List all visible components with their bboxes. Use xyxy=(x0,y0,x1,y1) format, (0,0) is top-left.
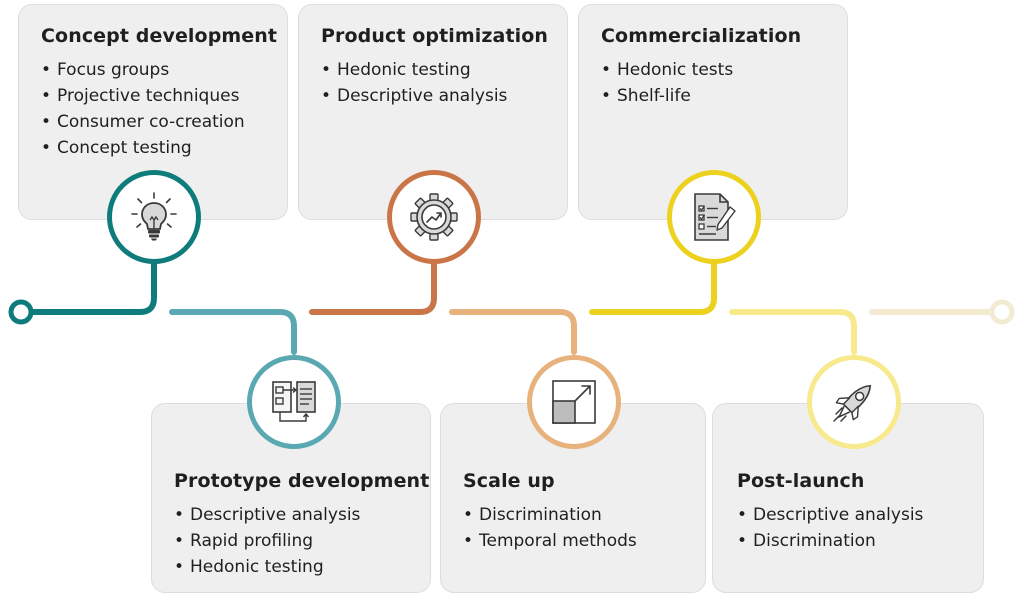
stage-node-scale-up xyxy=(527,355,621,449)
connector-scaleup xyxy=(449,309,577,355)
prototype-diagram-icon xyxy=(272,381,316,422)
stage-node-optimization xyxy=(387,170,481,264)
stage-item: Temporal methods xyxy=(463,528,637,554)
stage-title: Product optimization xyxy=(321,25,549,47)
stage-item: Hedonic testing xyxy=(174,554,360,580)
stage-item: Shelf-life xyxy=(601,83,733,109)
stage-item: Descriptive analysis xyxy=(174,502,360,528)
stage-item: Hedonic tests xyxy=(601,57,733,83)
stage-item: Hedonic testing xyxy=(321,57,507,83)
stage-items: Descriptive analysis Discrimination xyxy=(737,502,923,554)
stage-title: Concept development xyxy=(41,25,278,47)
stage-item: Consumer co-creation xyxy=(41,109,245,135)
stage-items: Discrimination Temporal methods xyxy=(463,502,637,554)
stage-node-commercialization xyxy=(667,170,761,264)
rocket-icon xyxy=(833,384,872,422)
stage-items: Descriptive analysis Rapid profiling Hed… xyxy=(174,502,360,580)
gear-trend-icon xyxy=(410,193,458,241)
connector-optimization xyxy=(309,259,437,315)
stage-title: Scale up xyxy=(463,470,555,492)
stage-card-concept-development: Concept development Focus groups Project… xyxy=(18,4,288,220)
stage-title: Prototype development xyxy=(174,470,430,492)
stage-items: Focus groups Projective techniques Consu… xyxy=(41,57,245,161)
checklist-icon xyxy=(694,193,736,241)
stage-item: Rapid profiling xyxy=(174,528,360,554)
stage-item: Descriptive analysis xyxy=(321,83,507,109)
timeline-start-dot xyxy=(8,299,34,325)
stage-node-prototype xyxy=(247,355,341,449)
timeline-end-dot xyxy=(989,299,1015,325)
stage-item: Focus groups xyxy=(41,57,245,83)
stage-item: Concept testing xyxy=(41,135,245,161)
stage-items: Hedonic tests Shelf-life xyxy=(601,57,733,109)
connector-prototype xyxy=(169,309,297,355)
connector-commercial xyxy=(589,259,717,315)
connector-concept xyxy=(30,259,157,315)
stage-item: Discrimination xyxy=(737,528,923,554)
stage-items: Hedonic testing Descriptive analysis xyxy=(321,57,507,109)
stage-item: Discrimination xyxy=(463,502,637,528)
scale-up-icon xyxy=(552,380,596,424)
connector-postlaunch xyxy=(729,309,857,355)
stage-item: Projective techniques xyxy=(41,83,245,109)
stage-title: Commercialization xyxy=(601,25,802,47)
stage-node-concept xyxy=(107,170,201,264)
stage-node-post-launch xyxy=(807,355,901,449)
lightbulb-icon xyxy=(131,192,177,241)
stage-title: Post-launch xyxy=(737,470,865,492)
stage-item: Descriptive analysis xyxy=(737,502,923,528)
